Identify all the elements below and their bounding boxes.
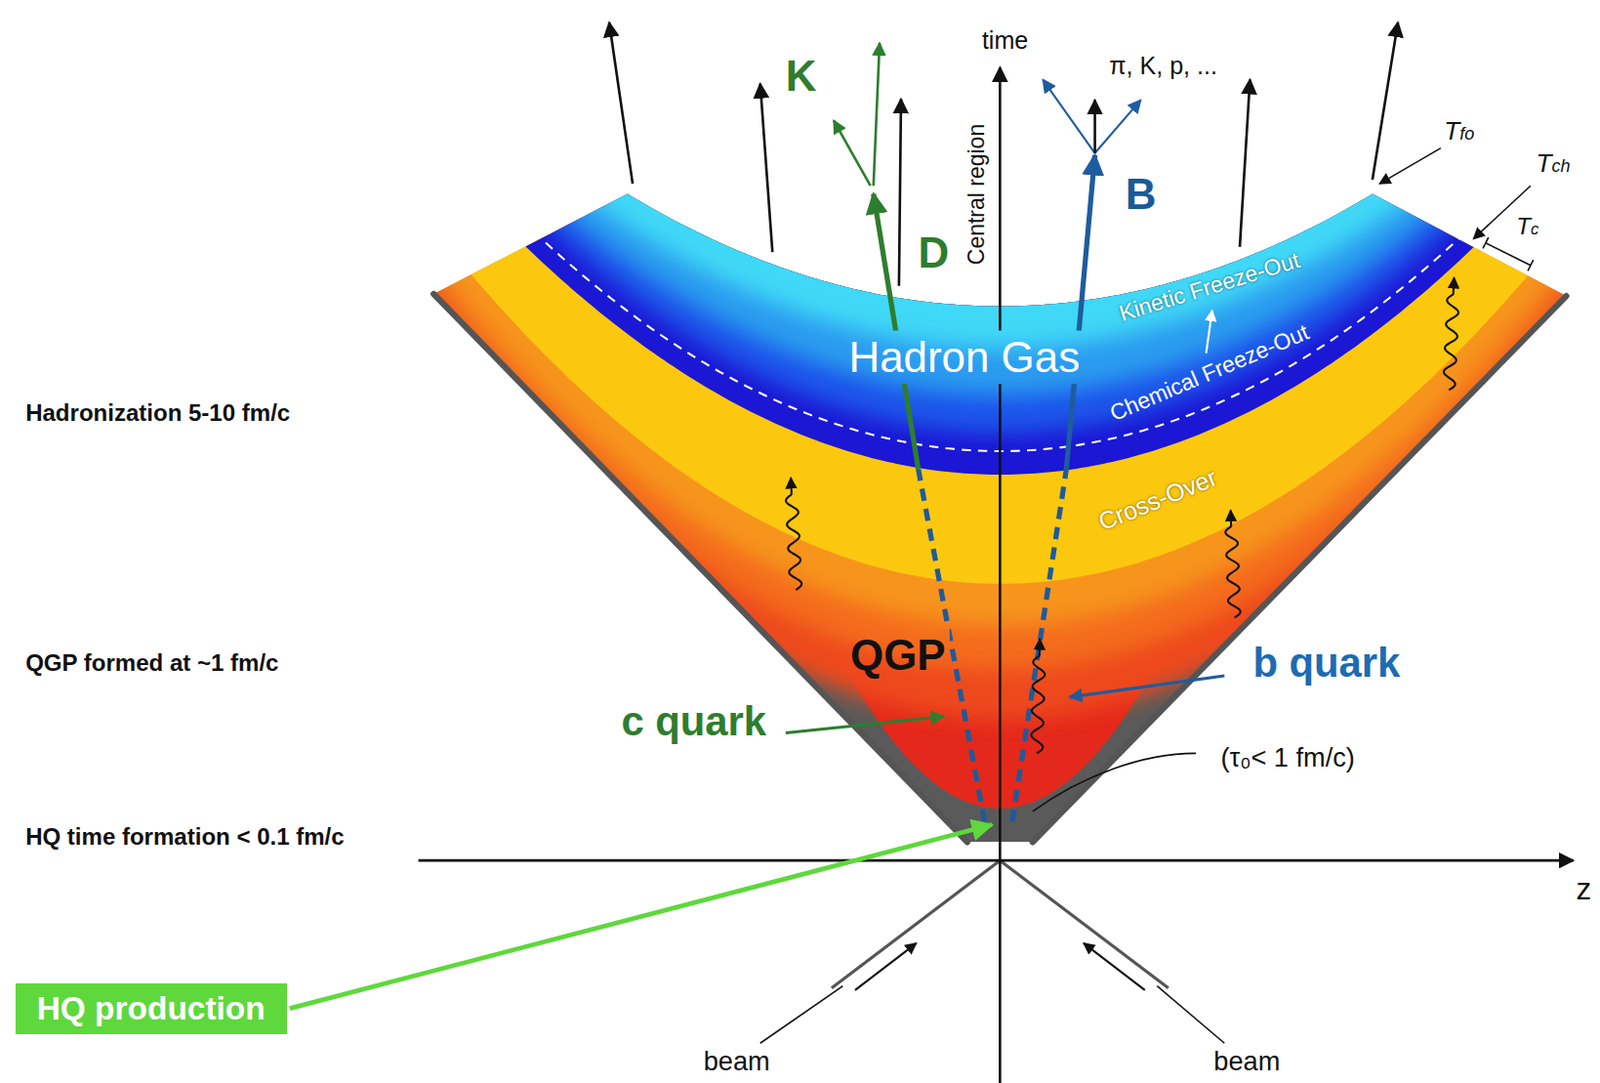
pointer-arrow [1068, 675, 1225, 698]
bottom-meson-track [1066, 155, 1095, 470]
hadron-arrow [1239, 80, 1250, 247]
pointer-arrow [1379, 148, 1441, 185]
decay-track [833, 120, 871, 186]
beam-label: beam [703, 1046, 771, 1076]
hadron-gas-shade [306, 0, 1600, 393]
time-axis [998, 67, 1002, 1083]
photon-arrow [1225, 510, 1240, 618]
hadron-gas-gradient [306, 0, 1600, 434]
beam-line [831, 860, 1000, 988]
pointer-arrow [785, 716, 944, 734]
phase-label: QGP [850, 631, 946, 679]
decay-track [1093, 99, 1097, 153]
meson-label: D [918, 229, 950, 277]
leader-line [760, 985, 844, 1044]
decay-track [1042, 80, 1095, 154]
beam-line [999, 860, 1168, 988]
production-box: HQ production [15, 983, 288, 1034]
meson-label: B [1125, 169, 1157, 217]
axis-label: time [982, 27, 1028, 55]
production-arrow [289, 824, 992, 1009]
beam-arrow [855, 943, 917, 990]
light-cone-edge [1032, 295, 1567, 842]
time-scale-label: Hadronization 5-10 fm/c [25, 400, 290, 426]
trajectories [418, 22, 1574, 1083]
decay-track [1095, 99, 1142, 153]
beam-arrow [1083, 943, 1146, 990]
time-note: (τ₀< 1 fm/c) [1220, 742, 1354, 773]
meson-label: K [785, 52, 818, 100]
time-scale-label: QGP formed at ~1 fm/c [25, 650, 279, 676]
phase-label: Hadron Gas [848, 333, 1080, 381]
bracket [1485, 243, 1531, 266]
region-label: Central region [965, 123, 990, 264]
z-axis [418, 859, 1574, 862]
beam-label: beam [1213, 1046, 1280, 1076]
axis-label: z [1575, 872, 1592, 906]
hadron-arrow [1372, 22, 1398, 180]
quark-label: c quark [620, 698, 767, 744]
time-scale-label: HQ time formation < 0.1 fm/c [25, 823, 345, 850]
temperature-label: Tfo [1443, 116, 1475, 145]
temperature-label: Tc [1516, 213, 1539, 240]
expansion-arrow [1206, 310, 1213, 354]
bracket [1482, 237, 1489, 248]
decay-track [873, 42, 880, 186]
photon-arrow [785, 477, 802, 590]
quark-label: b quark [1252, 640, 1400, 686]
photon-arrow [1443, 277, 1459, 390]
leader-line [1032, 752, 1196, 812]
bracket [1527, 259, 1534, 271]
leader-line [1156, 985, 1225, 1044]
temperature-label: Tch [1535, 149, 1570, 178]
particle-label: π, K, p, ... [1108, 52, 1218, 81]
charm-meson-track [873, 194, 919, 470]
hadron-arrow [760, 83, 774, 252]
bottom-quark-path [1012, 469, 1067, 822]
photon-arrow [1030, 638, 1045, 753]
hadron-arrow [609, 22, 633, 184]
box-text: HQ production [37, 988, 266, 1028]
qgp-region [306, 0, 1600, 809]
hadron-gas-shade [306, 0, 1600, 347]
hadron-arrow [899, 98, 902, 286]
qgp-shade [306, 0, 1600, 669]
medium-bands [306, 0, 1600, 842]
